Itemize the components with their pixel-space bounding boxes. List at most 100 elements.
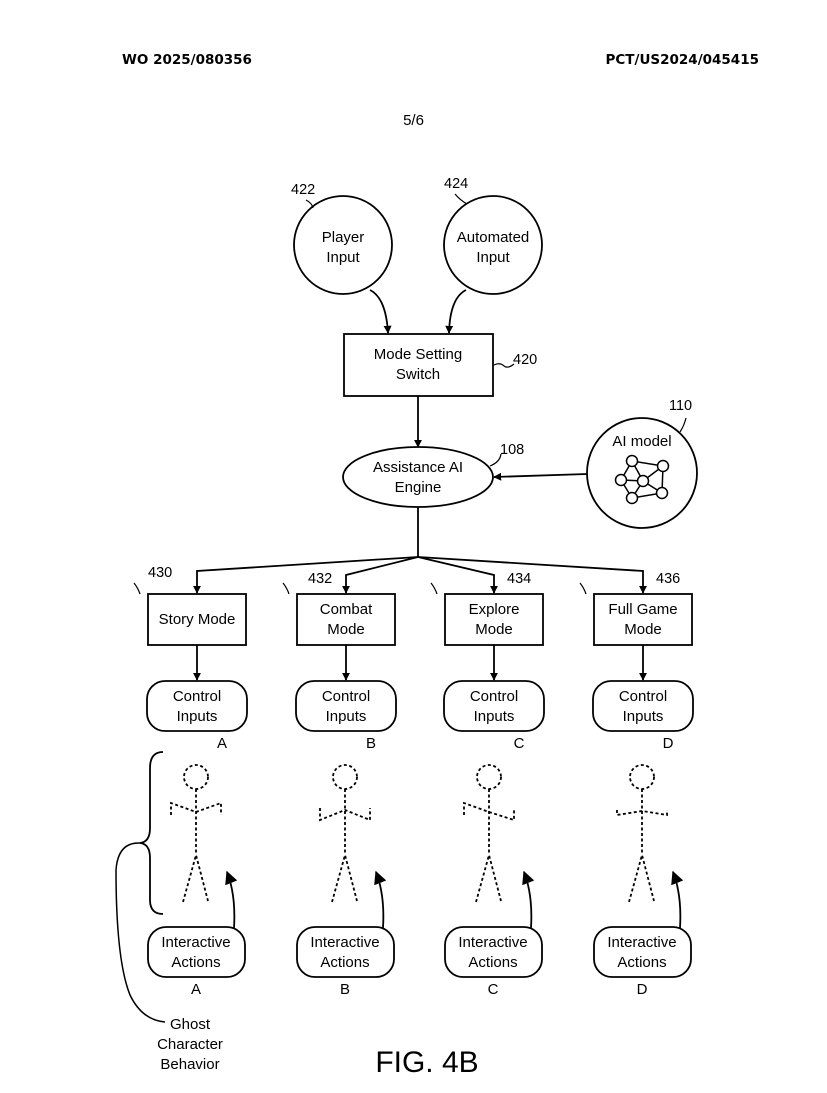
- mode-ref-leader: [133, 582, 141, 595]
- control-inputs-label-2: Inputs: [177, 708, 218, 725]
- mode-label-2: Mode: [475, 621, 513, 638]
- interactive-actions-label-2: Actions: [320, 954, 369, 971]
- ghost-label-3: Behavior: [160, 1056, 219, 1073]
- control-inputs-letter: B: [366, 735, 376, 752]
- ghost-arms: [319, 808, 371, 822]
- ai-model-label: AI model: [612, 433, 671, 450]
- mode-setting-switch-node: Mode Setting Switch 420: [343, 333, 537, 397]
- interactive-actions-label-1: Interactive: [310, 934, 379, 951]
- assistance-ai-engine-node: Assistance AI Engine 108: [342, 442, 524, 508]
- interactive-actions-letter: D: [637, 981, 648, 998]
- arrow-actions-to-figure: [671, 870, 684, 929]
- arrow-actions-to-figure: [225, 870, 238, 929]
- mode-label-2: Mode: [624, 621, 662, 638]
- engine-label-1: Assistance AI: [373, 459, 463, 476]
- mode-ref-leader: [579, 582, 587, 595]
- arrow-engine-to-mode: [417, 556, 647, 594]
- control-inputs-box: [295, 680, 397, 732]
- switch-label-1: Mode Setting: [374, 346, 462, 363]
- mode-ref: 434: [507, 571, 531, 587]
- ghost-head: [183, 764, 209, 790]
- sheet-number: 5/6: [403, 112, 424, 129]
- ghost-arms: [170, 801, 222, 815]
- control-inputs-label-1: Control: [619, 688, 667, 705]
- mode-column-2: CombatMode432ControlInputsBInteractiveAc…: [282, 556, 419, 998]
- ref-424: 424: [444, 176, 468, 192]
- control-inputs-box: [592, 680, 694, 732]
- interactive-actions-label-1: Interactive: [607, 934, 676, 951]
- mode-label-1: Story Mode: [159, 611, 236, 628]
- ghost-head: [476, 764, 502, 790]
- control-inputs-letter: D: [663, 735, 674, 752]
- figure-caption: FIG. 4B: [375, 1046, 478, 1079]
- control-inputs-label-2: Inputs: [326, 708, 367, 725]
- ghost-legs: [182, 851, 209, 903]
- ghost-character-figure: [463, 764, 515, 903]
- ref-422: 422: [291, 182, 315, 198]
- interactive-actions-label-1: Interactive: [458, 934, 527, 951]
- mode-ref-leader: [282, 582, 290, 595]
- arrow-engine-to-mode: [193, 556, 419, 594]
- arrow-player-to-switch: [369, 289, 392, 334]
- automated-input-label-1: Automated: [457, 229, 530, 246]
- arrow-actions-to-figure: [522, 870, 535, 929]
- ref-108-leader: [489, 453, 502, 467]
- mode-ref: 430: [148, 565, 172, 581]
- ghost-legs: [628, 851, 655, 903]
- ghost-character-figure: [170, 764, 222, 903]
- arrow-actions-to-figure: [374, 870, 387, 929]
- ghost-label-leader: [115, 842, 166, 1023]
- control-inputs-box: [443, 680, 545, 732]
- switch-label-2: Switch: [396, 366, 440, 383]
- ghost-arms: [616, 810, 668, 817]
- control-inputs-label-1: Control: [470, 688, 518, 705]
- interactive-actions-label-2: Actions: [468, 954, 517, 971]
- ghost-label-2: Character: [157, 1036, 223, 1053]
- interactive-actions-label-2: Actions: [617, 954, 666, 971]
- mode-ref-leader: [430, 582, 438, 595]
- arrow-automated-to-switch: [445, 289, 467, 334]
- publication-number: WO 2025/080356: [122, 52, 252, 68]
- interactive-actions-label-2: Actions: [171, 954, 220, 971]
- interactive-actions-box: [147, 926, 246, 978]
- interactive-actions-letter: A: [191, 981, 201, 998]
- ref-110: 110: [669, 398, 692, 414]
- ghost-character-figure: [616, 764, 668, 903]
- application-number: PCT/US2024/045415: [605, 52, 760, 68]
- player-input-label-2: Input: [326, 249, 360, 266]
- player-input-node: Player Input 422: [291, 182, 393, 295]
- control-inputs-label-2: Inputs: [474, 708, 515, 725]
- ai-model-node: AI model 110: [586, 398, 698, 529]
- interactive-actions-label-1: Interactive: [161, 934, 230, 951]
- interactive-actions-box: [593, 926, 692, 978]
- arrow-engine-to-mode: [342, 556, 419, 594]
- automated-input-label-2: Input: [476, 249, 510, 266]
- ref-422-leader: [305, 199, 314, 209]
- mode-label-2: Mode: [327, 621, 365, 638]
- mode-ref: 436: [656, 571, 680, 587]
- interactive-actions-letter: B: [340, 981, 350, 998]
- interactive-actions-box: [296, 926, 395, 978]
- mode-label-1: Full Game: [608, 601, 677, 618]
- ghost-brace: [139, 751, 164, 915]
- interactive-actions-letter: C: [488, 981, 499, 998]
- mode-label-1: Explore: [469, 601, 520, 618]
- ghost-arms: [463, 801, 515, 822]
- ref-420: 420: [513, 352, 537, 368]
- automated-input-node: Automated Input 424: [443, 176, 543, 295]
- interactive-actions-box: [444, 926, 543, 978]
- ref-110-leader: [679, 417, 687, 433]
- control-inputs-letter: C: [514, 735, 525, 752]
- ghost-head: [332, 764, 358, 790]
- ghost-legs: [475, 851, 502, 903]
- control-inputs-letter: A: [217, 735, 227, 752]
- control-inputs-box: [146, 680, 248, 732]
- ghost-label-1: Ghost: [170, 1016, 211, 1033]
- ref-424-leader: [454, 193, 468, 205]
- ghost-legs: [331, 851, 358, 903]
- mode-label-1: Combat: [320, 601, 373, 618]
- mode-column-1: Story Mode430ControlInputsAInteractiveAc…: [133, 556, 419, 998]
